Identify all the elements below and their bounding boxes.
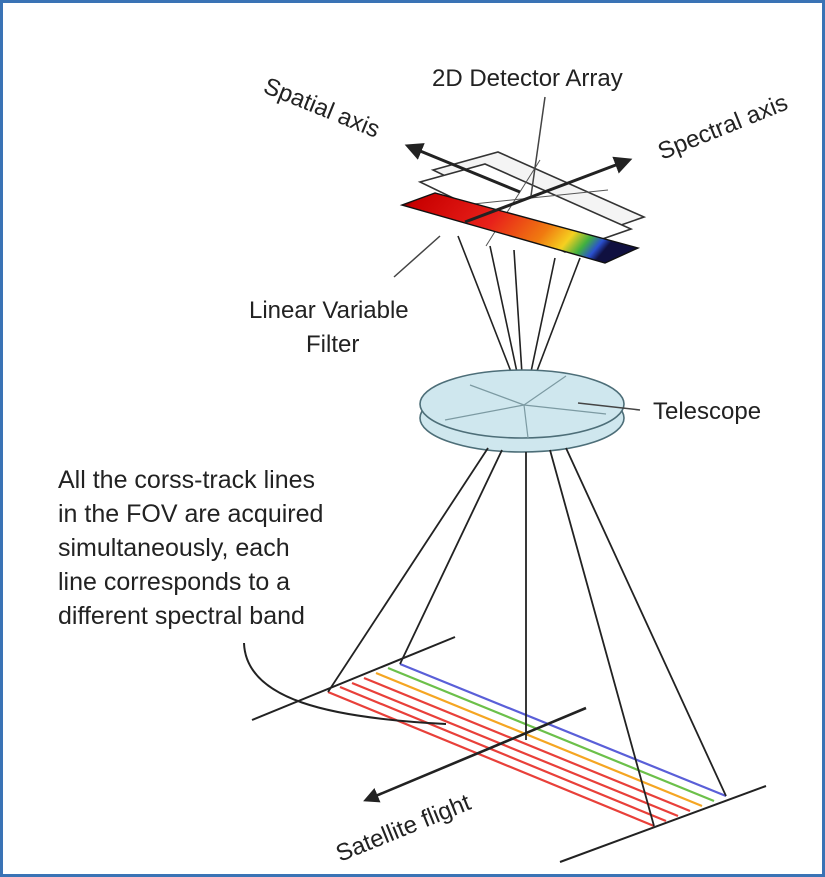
telescope-leader	[577, 402, 641, 411]
linear-variable-filter	[399, 192, 641, 264]
note-line-3: simultaneously, each	[58, 534, 290, 562]
band-line-red-1	[327, 690, 655, 828]
band-line-green	[387, 666, 715, 803]
note-line-1: All the corss-track lines	[58, 466, 315, 494]
band-line-blue	[399, 662, 727, 798]
telescope-label: Telescope	[653, 398, 761, 425]
note-leader-curve	[243, 642, 447, 725]
detector-array-label: 2D Detector Array	[432, 65, 623, 92]
ground-edge-right	[559, 785, 767, 863]
note-line-4: line corresponds to a	[58, 568, 290, 596]
ground-spectral-bands	[327, 662, 727, 828]
lvf-label-line2: Filter	[306, 331, 359, 358]
ground-edge-left	[251, 636, 456, 721]
spatial-axis-arrow	[404, 143, 521, 194]
detector-leader	[530, 96, 546, 197]
note-line-5: different spectral band	[58, 602, 305, 630]
lens-to-ground-rays	[327, 447, 727, 827]
spectral-axis-label: Spectral axis	[654, 89, 792, 166]
lvf-label-line1: Linear Variable	[249, 297, 409, 324]
band-line-red-4	[363, 676, 691, 813]
lvf-leader	[393, 235, 441, 278]
band-line-orange	[375, 671, 703, 808]
band-line-red-2	[339, 685, 667, 823]
spatial-axis-label: Spatial axis	[260, 73, 384, 144]
spectral-axis-arrow	[464, 156, 633, 224]
satellite-flight-arrow	[363, 706, 587, 803]
band-line-red-3	[351, 681, 679, 818]
note-text: All the corss-track lines in the FOV are…	[58, 466, 323, 630]
telescope-lens	[419, 369, 625, 453]
note-line-2: in the FOV are acquired	[58, 500, 323, 528]
satellite-flight-label: Satellite flight	[332, 789, 475, 868]
